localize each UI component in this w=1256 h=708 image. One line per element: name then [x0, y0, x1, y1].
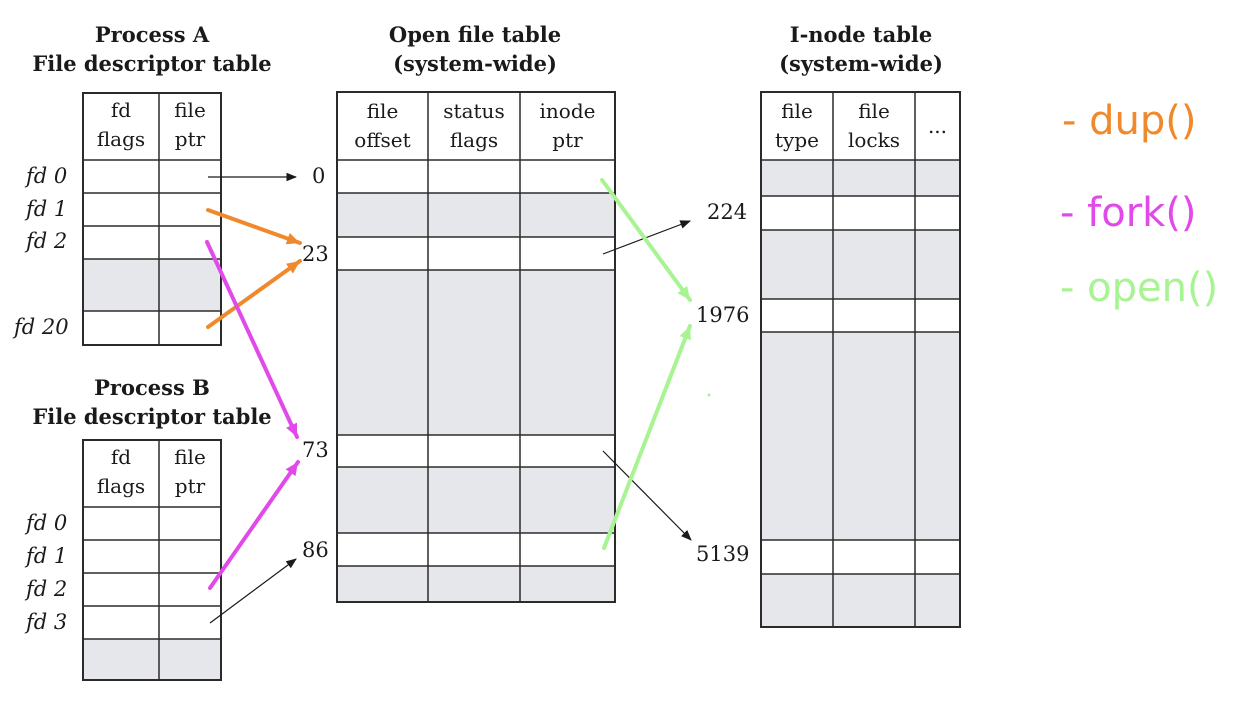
open-file-table — [336, 91, 616, 603]
process-a-table — [82, 92, 222, 346]
process-a-fd-label: fd 20 — [14, 315, 69, 339]
inode-table-row — [761, 540, 960, 574]
process-b-table-row — [83, 540, 221, 573]
process-b-fd-label: fd 2 — [26, 577, 68, 601]
process-b-col-file-ptr: file ptr — [174, 445, 206, 498]
inode-table-row — [761, 160, 960, 196]
process-b-table-border — [82, 439, 222, 681]
inode-entry-number: 5139 — [696, 542, 750, 566]
open-arrow-0-to-1976-head — [677, 285, 690, 300]
dup-arrow-fd1-shaft — [206, 208, 302, 245]
process-a-table-border — [82, 92, 222, 346]
open-file-table-row — [337, 92, 615, 160]
inode-table-row — [761, 299, 960, 332]
open-file-table-row — [337, 193, 615, 237]
open-file-table-title-line2: (system-wide) — [393, 51, 557, 76]
open-arrow-0-to-1976-shaft — [600, 178, 692, 302]
open-file-col-file-offset: file offset — [354, 99, 411, 152]
fork-arrow-a-fd2-shaft — [205, 240, 299, 439]
dup-arrow-fd20-head — [285, 261, 300, 274]
inode-entry-number: 224 — [707, 200, 748, 224]
process-a-title-line2: File descriptor table — [32, 51, 272, 76]
arrow-b-fd3-to-86 — [209, 558, 297, 624]
arrow-open73-to-5139 — [602, 450, 692, 541]
open-file-table-row — [337, 237, 615, 270]
open-file-entry-number: 0 — [312, 164, 326, 188]
process-b-table-row — [83, 573, 221, 606]
inode-table-border — [760, 91, 961, 628]
process-b-title: Process B File descriptor table — [30, 373, 274, 431]
process-b-title-line2: File descriptor table — [32, 404, 272, 429]
open-file-table-row — [337, 467, 615, 533]
process-b-table-row — [83, 507, 221, 540]
open-file-entry-number: 23 — [302, 242, 329, 266]
open-file-col-status-flags: status flags — [443, 99, 505, 152]
process-a-title-line1: Process A — [94, 22, 210, 47]
inode-table-row — [761, 92, 960, 160]
process-b-col-fd-flags: fd flags — [96, 445, 146, 498]
open-file-entry-number: 73 — [302, 438, 329, 462]
process-a-title: Process A File descriptor table — [30, 20, 274, 78]
inode-table — [760, 91, 961, 628]
process-a-table-row — [83, 160, 221, 193]
process-b-table-row — [83, 639, 221, 680]
dup-arrow-fd1-head — [285, 232, 300, 245]
process-a-fd-label: fd 2 — [26, 229, 68, 253]
open-file-entry-number: 86 — [302, 538, 329, 562]
inode-col-more: ... — [927, 113, 948, 138]
fork-arrow-a-fd2-head — [286, 422, 297, 437]
process-a-col-fd-flags: fd flags — [96, 98, 146, 151]
legend-dup: - dup() — [1062, 98, 1197, 144]
process-a-fd-label: fd 1 — [26, 197, 68, 221]
process-a-table-row — [83, 311, 221, 345]
open-file-table-row — [337, 533, 615, 566]
open-file-col-inode-ptr: inode ptr — [539, 99, 596, 152]
process-a-table-row — [83, 93, 221, 160]
open-file-table-border — [336, 91, 616, 603]
process-b-title-line1: Process B — [94, 375, 210, 400]
process-a-fd-label: fd 0 — [26, 164, 68, 188]
open-file-table-title: Open file table (system-wide) — [336, 20, 614, 78]
open-file-table-row — [337, 566, 615, 602]
open-file-table-row — [337, 270, 615, 435]
inode-table-title-line1: I-node table — [789, 22, 933, 47]
process-a-table-row — [83, 259, 221, 311]
legend-open: - open() — [1060, 265, 1219, 311]
process-a-table-row — [83, 193, 221, 226]
process-a-table-row — [83, 226, 221, 259]
inode-table-row — [761, 332, 960, 540]
open-arrow-86-to-1976-shaft — [602, 324, 692, 550]
inode-table-row — [761, 574, 960, 627]
process-a-col-file-ptr: file ptr — [174, 98, 206, 151]
open-file-table-row — [337, 160, 615, 193]
inode-table-title-line2: (system-wide) — [779, 51, 943, 76]
process-b-fd-label: fd 3 — [26, 610, 68, 634]
process-b-table-row — [83, 440, 221, 507]
open-arrow-86-to-1976-head — [679, 326, 691, 341]
inode-entry-number: 1976 — [696, 303, 750, 327]
inode-table-title: I-node table (system-wide) — [762, 20, 960, 78]
process-b-fd-label: fd 0 — [26, 511, 68, 535]
inode-col-file-type: file type — [775, 99, 819, 152]
inode-table-row — [761, 196, 960, 230]
legend-fork: - fork() — [1060, 190, 1197, 236]
dup-arrow-fd20-shaft — [206, 259, 302, 329]
fork-arrow-b-fd2-head — [285, 462, 298, 477]
stray-dot — [707, 393, 711, 397]
open-file-table-title-line1: Open file table — [388, 22, 562, 47]
process-b-table-row — [83, 606, 221, 639]
process-b-table — [82, 439, 222, 681]
inode-table-row — [761, 230, 960, 299]
fork-arrow-b-fd2-shaft — [208, 460, 300, 590]
inode-col-file-locks: file locks — [847, 99, 901, 152]
process-b-fd-label: fd 1 — [26, 544, 68, 568]
open-file-table-row — [337, 435, 615, 467]
